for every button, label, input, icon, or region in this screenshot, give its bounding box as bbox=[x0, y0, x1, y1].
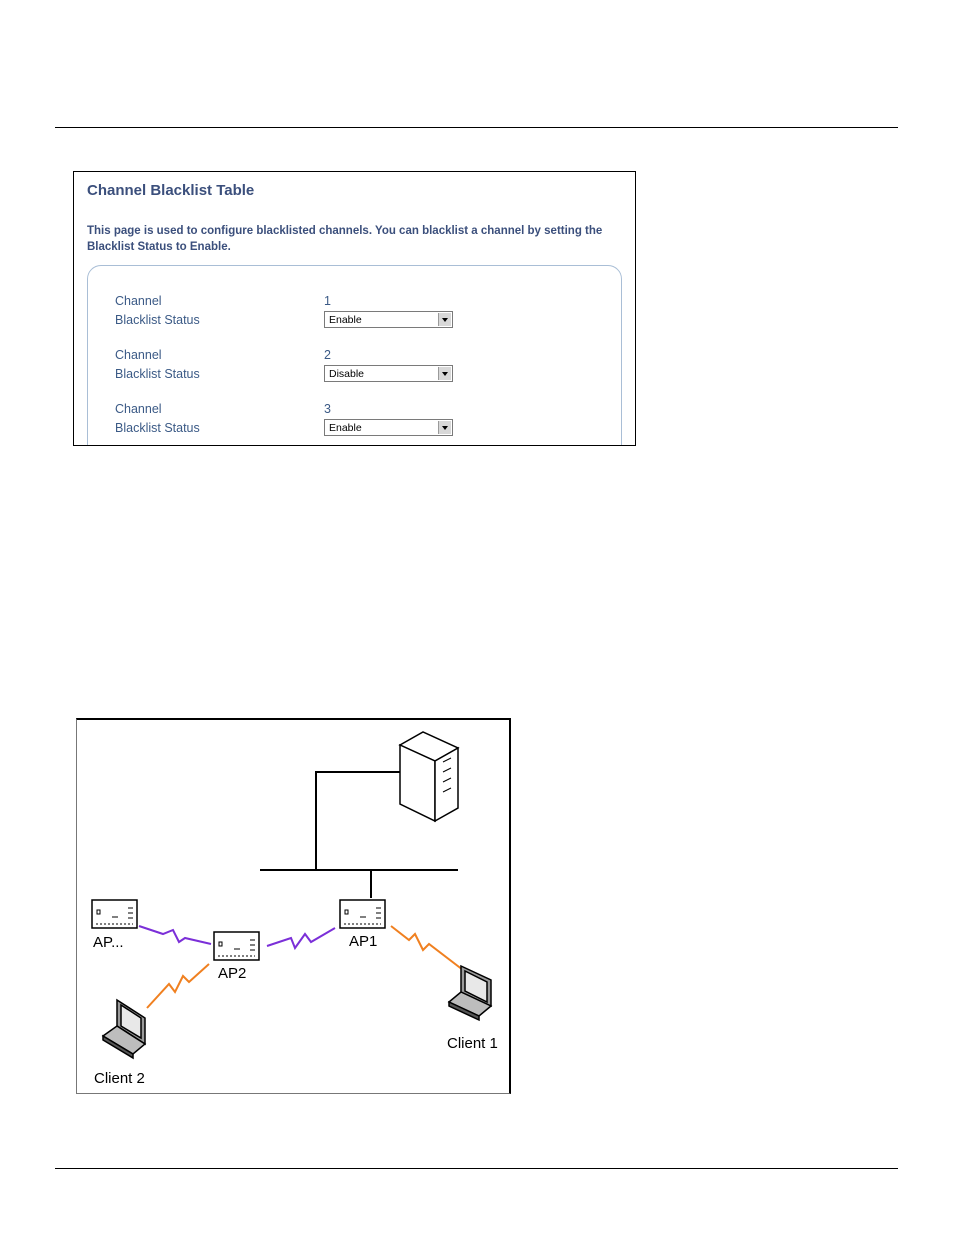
chevron-down-icon[interactable] bbox=[438, 313, 451, 326]
wireless-link-apother-ap2 bbox=[139, 926, 211, 944]
blacklist-status-label-1: Blacklist Status bbox=[115, 313, 200, 327]
select-value: Enable bbox=[329, 422, 362, 434]
wireless-link-ap2-ap1 bbox=[267, 928, 335, 948]
chevron-down-icon[interactable] bbox=[438, 421, 451, 434]
access-point-icon bbox=[92, 900, 137, 928]
channel-value-2: 2 bbox=[324, 348, 331, 362]
channel-label-3: Channel bbox=[115, 402, 162, 416]
wireless-link-ap2-client2 bbox=[147, 964, 209, 1008]
label-ap2: AP2 bbox=[218, 965, 246, 982]
select-value: Disable bbox=[329, 368, 364, 380]
channel-blacklist-panel: Channel Blacklist Table This page is use… bbox=[73, 171, 636, 446]
blacklist-status-select-3[interactable]: Enable bbox=[324, 419, 453, 436]
blacklist-status-select-1[interactable]: Enable bbox=[324, 311, 453, 328]
channel-label-1: Channel bbox=[115, 294, 162, 308]
blacklist-status-label-3: Blacklist Status bbox=[115, 421, 200, 435]
access-point-icon bbox=[214, 932, 259, 960]
panel-description: This page is used to configure blacklist… bbox=[87, 223, 607, 255]
channel-value-3: 3 bbox=[324, 402, 331, 416]
laptop-icon bbox=[103, 1000, 145, 1058]
label-ap1: AP1 bbox=[349, 933, 377, 950]
header-rule bbox=[55, 127, 898, 128]
panel-title: Channel Blacklist Table bbox=[87, 182, 254, 199]
label-ap-other: AP... bbox=[93, 934, 124, 951]
settings-group: Channel 1 Blacklist Status Enable Channe… bbox=[87, 265, 622, 446]
laptop-icon bbox=[449, 966, 491, 1020]
blacklist-status-label-2: Blacklist Status bbox=[115, 367, 200, 381]
chevron-down-icon[interactable] bbox=[438, 367, 451, 380]
wireless-link-ap1-client1 bbox=[391, 926, 463, 970]
footer-rule bbox=[55, 1168, 898, 1169]
label-client1: Client 1 bbox=[447, 1035, 498, 1052]
access-point-icon bbox=[340, 900, 385, 928]
server-icon bbox=[400, 732, 458, 821]
channel-value-1: 1 bbox=[324, 294, 331, 308]
channel-label-2: Channel bbox=[115, 348, 162, 362]
label-client2: Client 2 bbox=[94, 1070, 145, 1087]
server-link bbox=[316, 772, 400, 870]
network-diagram: AP... AP2 AP1 Client 1 Client 2 bbox=[76, 718, 511, 1094]
select-value: Enable bbox=[329, 314, 362, 326]
blacklist-status-select-2[interactable]: Disable bbox=[324, 365, 453, 382]
